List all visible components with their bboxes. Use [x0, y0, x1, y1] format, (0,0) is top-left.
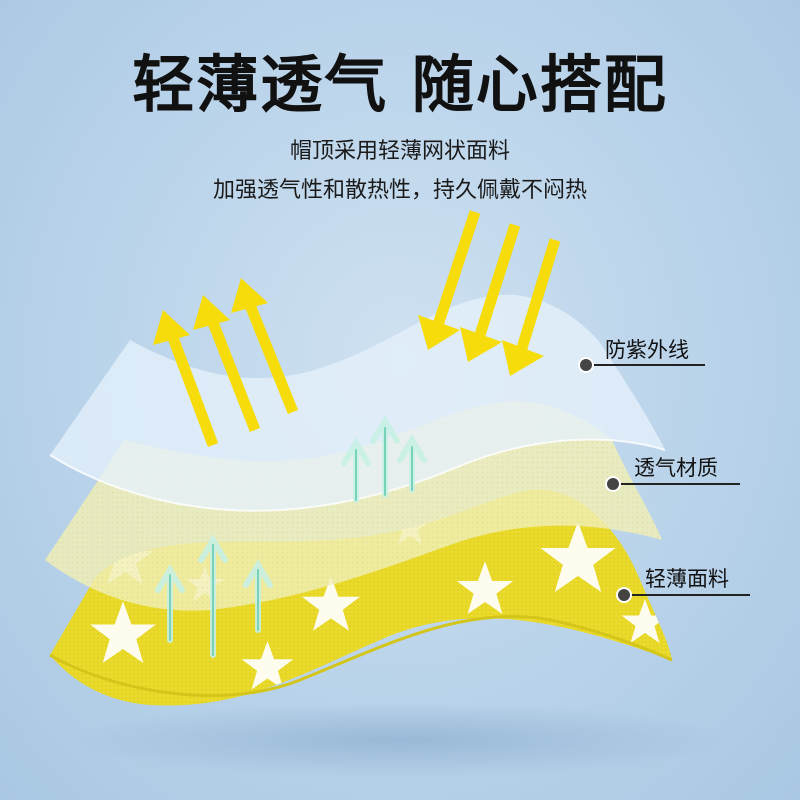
page-title: 轻薄透气 随心搭配	[132, 48, 668, 121]
callout-uv	[578, 357, 705, 373]
callout-fabric	[616, 587, 750, 603]
callout-dot-icon	[605, 476, 621, 492]
label-fabric-layer: 轻薄面料	[645, 567, 729, 591]
arrow-up-icon	[231, 278, 299, 415]
ground-shadow	[70, 702, 730, 778]
subtitle-line-1: 帽顶采用轻薄网状面料	[289, 139, 510, 164]
label-uv-layer: 防紫外线	[605, 338, 689, 362]
arrow-down-icon	[502, 238, 561, 376]
callout-dot-icon	[578, 357, 594, 373]
arrow-up-icon	[193, 295, 261, 433]
sun-arrows-incoming	[418, 210, 561, 376]
heat-arrows-outgoing	[153, 278, 299, 447]
callout-breathable	[605, 476, 740, 492]
arrow-down-icon	[418, 210, 481, 350]
arrow-down-icon	[460, 223, 521, 362]
label-breathable-layer: 透气材质	[634, 456, 718, 480]
callout-dot-icon	[616, 587, 632, 603]
subtitle-line-2: 加强透气性和散热性，持久佩戴不闷热	[212, 178, 587, 203]
arrow-up-icon	[153, 310, 219, 447]
